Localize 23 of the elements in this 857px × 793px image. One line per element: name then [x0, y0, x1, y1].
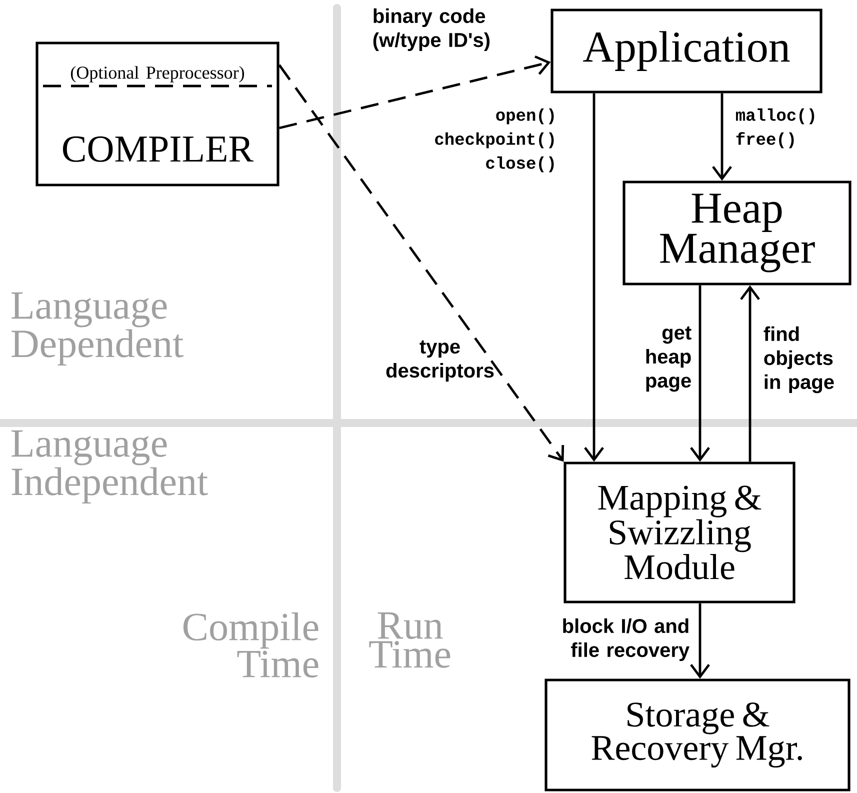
arrow — [690, 285, 710, 462]
arrow — [278, 64, 564, 462]
edge-label: block I/O and file recovery — [563, 618, 690, 662]
region-label: Language Dependent — [12, 292, 184, 366]
region-label: Run Time — [369, 612, 450, 668]
edge-label: open() checkpoint() close() — [435, 108, 554, 172]
process-box: Application — [550, 8, 822, 94]
arrow — [584, 93, 604, 462]
region-label: Compile Time — [183, 612, 318, 678]
region-label: Language Independent — [12, 430, 208, 504]
process-box: Storage & Recovery Mgr. — [544, 678, 850, 792]
edge-label: find objects in page — [764, 326, 834, 394]
arrow — [712, 93, 732, 181]
edge-label: malloc() free() — [736, 108, 814, 148]
process-box: Heap Manager — [622, 180, 852, 286]
edge-label: binary code (w/type ID's) — [373, 8, 490, 52]
edge-label: type descriptors — [386, 340, 494, 382]
process-box: Mapping & Swizzling Module — [564, 462, 796, 604]
arrow — [740, 285, 760, 462]
arrow — [279, 55, 551, 130]
arrow — [690, 603, 710, 679]
compiler-box: (Optional Preprocessor) COMPILER — [36, 42, 280, 186]
edge-label: get heap page — [646, 326, 692, 392]
